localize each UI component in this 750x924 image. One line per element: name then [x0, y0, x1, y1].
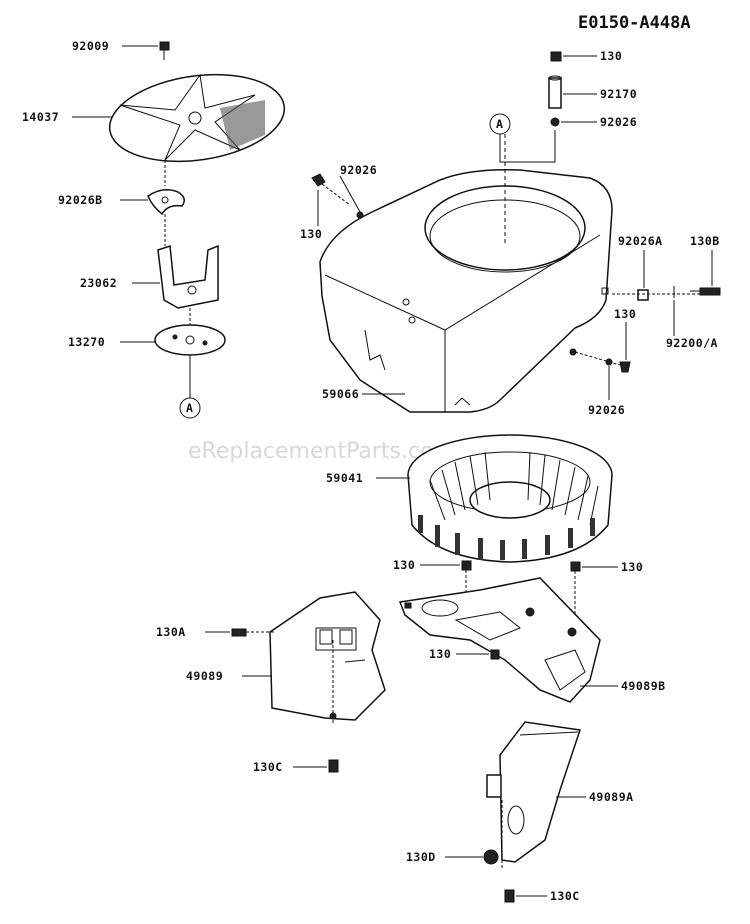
callout-130-top: 130	[600, 49, 622, 63]
callout-59066: 59066	[322, 387, 359, 401]
callout-49089A: 49089A	[589, 790, 634, 804]
washer-92026-mid	[356, 211, 364, 219]
callout-92009: 92009	[72, 39, 109, 53]
screw-130B	[690, 287, 721, 296]
callout-59041: 59041	[326, 471, 363, 485]
callout-49089: 49089	[186, 669, 223, 683]
screw-130-c1	[461, 560, 472, 605]
baffle-49089A	[486, 721, 581, 870]
callout-92170: 92170	[600, 87, 637, 101]
callout-130B: 130B	[690, 234, 720, 248]
baffle-49089B	[398, 577, 601, 703]
spacer-92026A	[637, 289, 649, 301]
bushing-92170	[548, 75, 562, 109]
screw-92009	[159, 41, 170, 60]
callout-92200A: 92200/A	[666, 336, 718, 350]
screw-130C-bottom	[504, 889, 515, 903]
callout-23062: 23062	[80, 276, 117, 290]
callout-130C-bottom: 130C	[550, 889, 580, 903]
callout-13270: 13270	[68, 335, 105, 349]
callout-130-right: 130	[614, 307, 636, 321]
callout-130C-left: 130C	[253, 760, 283, 774]
callout-14037: 14037	[22, 110, 59, 124]
spacer-92026B	[147, 160, 185, 216]
fan-59041	[407, 434, 613, 563]
callout-92026A: 92026A	[618, 234, 663, 248]
screw-130A	[231, 628, 275, 637]
screw-130D	[483, 849, 499, 865]
ref-marker-left: A	[186, 401, 193, 415]
bracket-23062	[157, 214, 219, 309]
plate-13270	[154, 308, 226, 356]
callout-130A: 130A	[156, 625, 186, 639]
callout-92026-top: 92026	[600, 115, 637, 129]
screw-130-c3	[490, 649, 500, 660]
screw-130-top	[550, 51, 562, 62]
diagram-code: E0150-A448A	[578, 13, 691, 33]
shroud-59066	[319, 134, 613, 413]
callout-130D: 130D	[406, 850, 436, 864]
screw-130-c2	[570, 561, 581, 620]
screw-130-left	[311, 173, 351, 206]
baffle-49089	[269, 591, 386, 725]
callout-130-c1: 130	[393, 558, 415, 572]
screen-14037	[108, 73, 286, 163]
callout-92026-low: 92026	[588, 403, 625, 417]
watermark: eReplacementParts.com	[188, 439, 455, 464]
washer-92026-top	[550, 117, 560, 127]
callout-130-c3: 130	[429, 647, 451, 661]
callout-130-c2: 130	[621, 560, 643, 574]
screw-130-right	[619, 361, 631, 373]
callout-130-left: 130	[300, 227, 322, 241]
callout-92026-mid: 92026	[340, 163, 377, 177]
callout-92026B: 92026B	[58, 193, 103, 207]
callout-49089B: 49089B	[621, 679, 666, 693]
ref-marker-top: A	[496, 117, 503, 131]
screw-130C-left	[328, 759, 339, 773]
